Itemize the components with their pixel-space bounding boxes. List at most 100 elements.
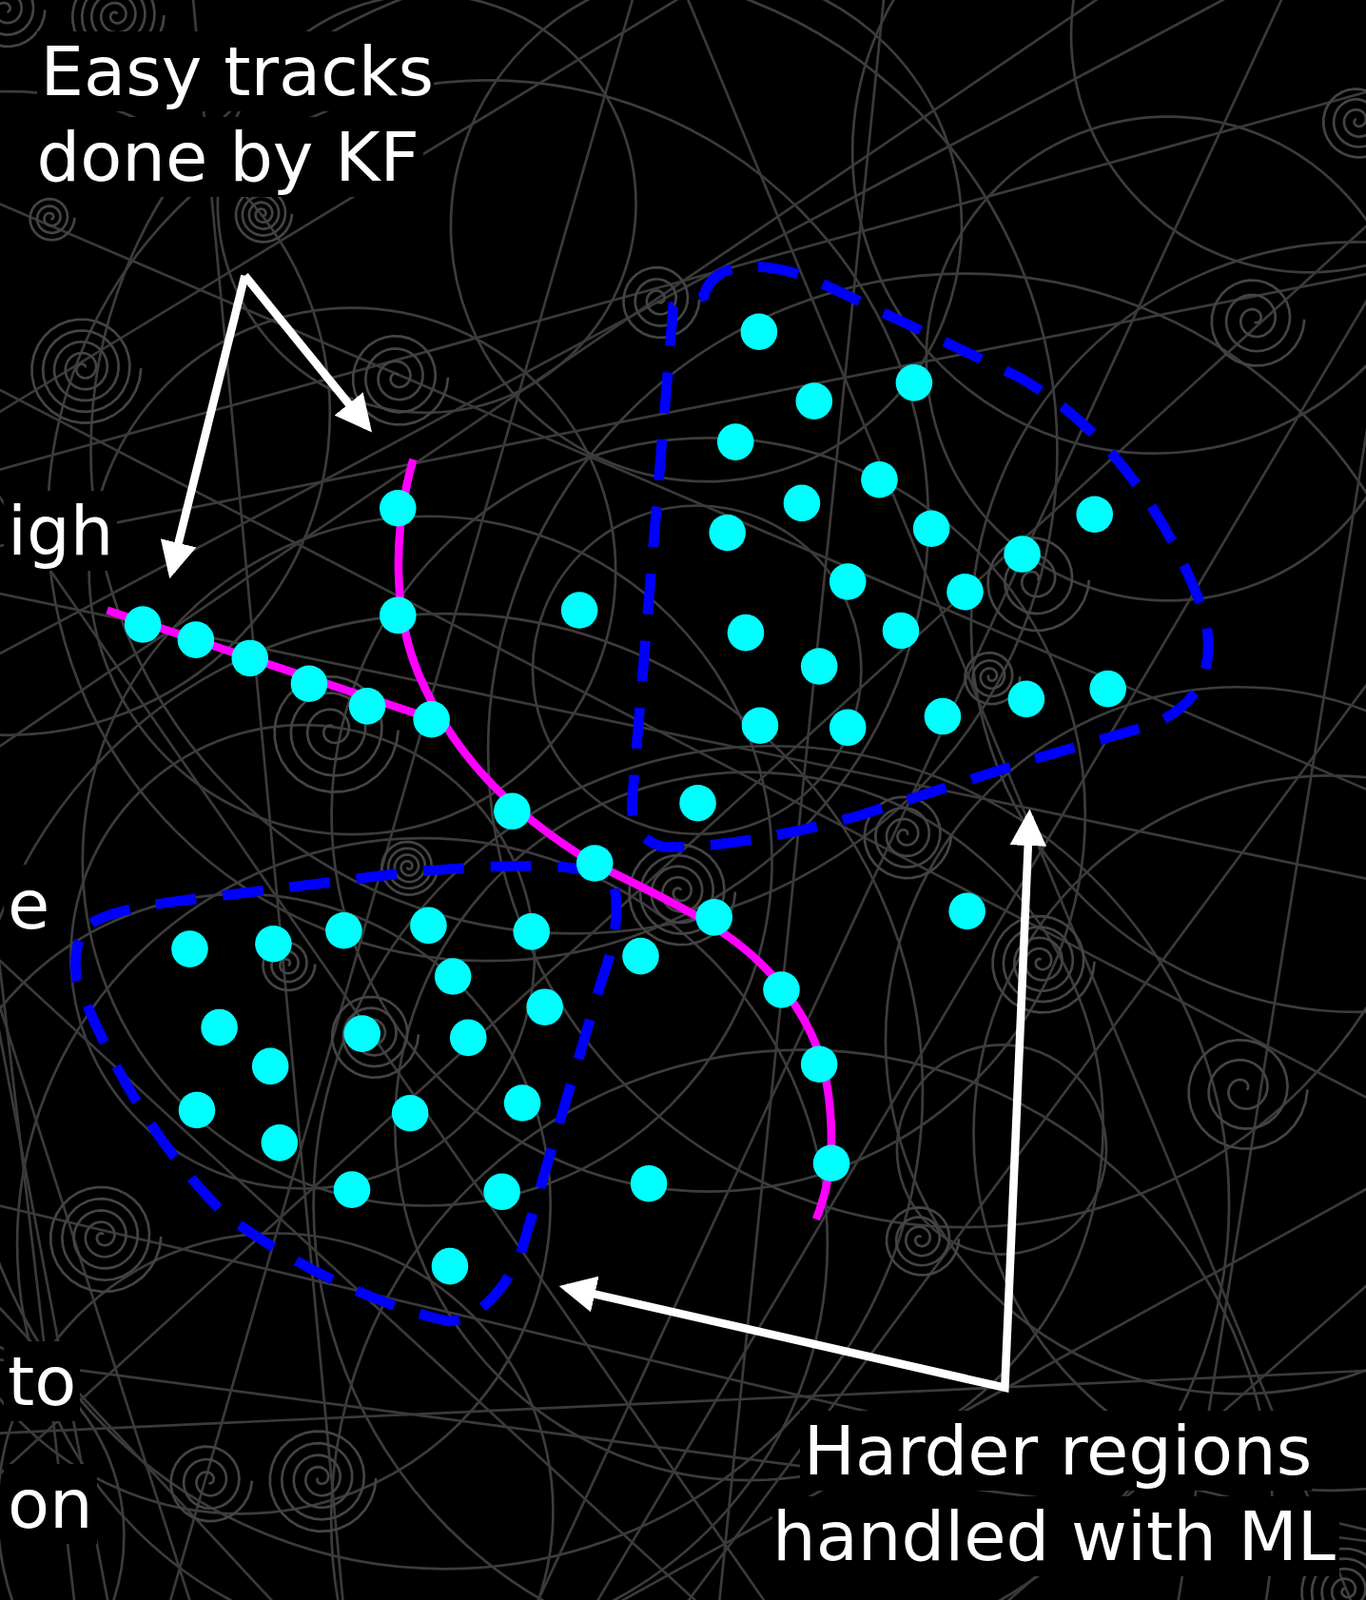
- track-curve: [971, 241, 1366, 1013]
- track-line: [0, 0, 1366, 660]
- cropped-text: igh: [3, 487, 195, 574]
- hit-dot: [800, 647, 839, 685]
- hit-dot: [291, 664, 329, 703]
- hit-dot: [254, 925, 293, 963]
- hit-dot: [561, 591, 599, 629]
- hit-dot: [913, 509, 951, 547]
- hit-dot: [727, 614, 765, 652]
- hit-dot: [124, 605, 162, 644]
- track-line: [0, 212, 1366, 1600]
- track-line: [0, 0, 1366, 721]
- track-line: [948, 0, 1366, 1600]
- hit-dot: [409, 907, 448, 945]
- track-curve: [331, 437, 1086, 1191]
- hit-dot: [200, 1009, 238, 1047]
- hit-dot: [379, 489, 417, 527]
- label-text: to: [3, 1341, 80, 1422]
- track-line: [0, 1233, 1366, 1600]
- track-spiral: [1323, 89, 1366, 158]
- leader-arrow: [565, 816, 1030, 1388]
- track-curve: [450, 0, 962, 482]
- label-text: Harder regions handled with ML: [772, 1410, 1340, 1577]
- track-line: [0, 422, 1366, 1172]
- hit-dot: [800, 1045, 839, 1083]
- track-spiral: [32, 319, 142, 424]
- leader-arrow: [171, 275, 245, 572]
- ml-region: [631, 266, 1209, 847]
- track-curve: [394, 772, 1103, 1481]
- hit-dot: [504, 1084, 542, 1122]
- track-spiral: [1211, 280, 1305, 367]
- hit-dot: [325, 912, 363, 950]
- hit-dot: [741, 706, 780, 744]
- leader-arrow: [244, 275, 368, 428]
- hit-dot: [576, 844, 614, 882]
- hit-dot: [946, 573, 984, 611]
- hit-dot: [526, 988, 564, 1026]
- hit-dot: [948, 893, 986, 931]
- track-line: [0, 0, 632, 1600]
- track-spiral: [352, 335, 449, 425]
- hit-dot: [252, 1048, 290, 1086]
- hit-dot: [1089, 670, 1127, 708]
- hit-dot: [391, 1094, 430, 1132]
- cropped-text: e: [3, 861, 195, 948]
- hit-dot: [231, 640, 269, 678]
- track-line: [310, 0, 1366, 1600]
- hit-dot: [695, 898, 733, 937]
- kf-track: [398, 459, 832, 1220]
- hit-dot: [829, 709, 867, 747]
- hit-dot: [882, 612, 920, 650]
- hit-dot: [708, 514, 746, 552]
- hit-dot: [412, 701, 450, 739]
- label-text: Easy tracks done by KF: [37, 31, 434, 197]
- hit-dot: [1075, 495, 1113, 533]
- track-curve: [852, 0, 1366, 454]
- hit-dot: [630, 1165, 668, 1203]
- track-spiral: [624, 267, 701, 338]
- track-line: [0, 0, 1366, 1242]
- label-text: e: [3, 864, 54, 945]
- track-curve: [0, 1329, 124, 1600]
- track-line: [0, 0, 1366, 1058]
- track-line: [0, 0, 217, 1600]
- track-spiral: [1189, 1039, 1308, 1149]
- track-spiral: [270, 1431, 376, 1532]
- track-line: [0, 0, 1152, 1600]
- annotation: Harder regions handled with ML: [751, 1407, 1361, 1580]
- hit-dot: [343, 1014, 381, 1053]
- hit-dot: [261, 1124, 299, 1162]
- hit-dot: [431, 1248, 469, 1286]
- track-spiral: [331, 996, 419, 1078]
- hit-dot: [741, 312, 779, 351]
- track-spiral: [629, 844, 736, 946]
- ml-region: [75, 865, 617, 1322]
- hit-dot: [171, 930, 209, 968]
- hit-dot: [813, 1144, 851, 1182]
- hit-dot: [896, 364, 934, 402]
- hit-dot: [434, 957, 472, 996]
- track-spiral: [235, 189, 293, 242]
- track-spiral: [171, 1446, 253, 1522]
- track-line: [0, 0, 1366, 1087]
- hit-dot: [717, 423, 755, 461]
- track-curve: [487, 273, 1366, 1229]
- track-curve: [926, 117, 1366, 602]
- track-line: [118, 0, 1366, 1600]
- hit-dot: [796, 382, 834, 420]
- track-line: [0, 0, 1366, 1409]
- annotation: Easy tracks done by KF: [37, 28, 532, 200]
- hit-dot: [449, 1019, 488, 1057]
- hit-dot: [349, 687, 387, 725]
- hit-dot: [679, 784, 717, 822]
- hit-dot: [333, 1170, 371, 1209]
- hit-dot: [493, 792, 531, 830]
- track-line: [585, 0, 960, 1600]
- track-curve: [70, 724, 534, 1189]
- hit-dot: [622, 937, 660, 976]
- hit-dot: [512, 913, 550, 951]
